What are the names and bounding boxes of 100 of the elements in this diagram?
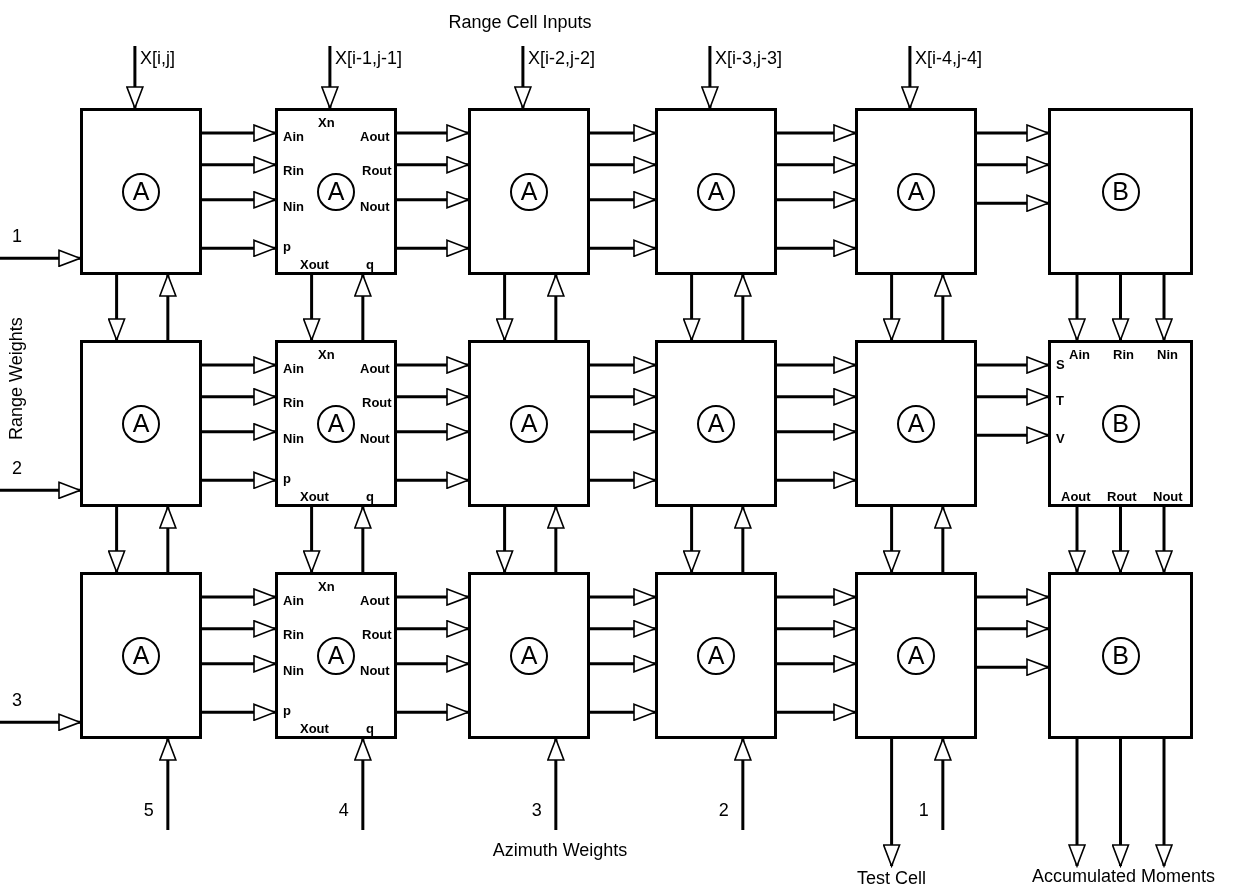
edge-label: 3: [12, 690, 22, 711]
arrow: [590, 471, 656, 490]
circled-letter: B: [1101, 404, 1140, 443]
arrow: [302, 275, 321, 341]
pin-label: Nout: [360, 663, 390, 678]
arrow: [777, 191, 856, 209]
pin-label: q: [366, 257, 374, 272]
heading: Range Cell Inputs: [448, 12, 592, 32]
arrow: [734, 274, 752, 340]
arrow: [547, 506, 565, 572]
pin-label: q: [366, 721, 374, 736]
arrow: [882, 507, 901, 573]
arrow: [1111, 739, 1130, 867]
edge-label: X[i,j]: [139, 48, 175, 68]
arrow: [354, 738, 372, 830]
arrow: [202, 588, 276, 606]
pin-label: Xn: [318, 579, 335, 594]
processing-cell: [1048, 572, 1193, 739]
pin-label: p: [283, 471, 291, 486]
arrow: [977, 356, 1049, 374]
arrow: [202, 620, 276, 638]
arrow: [547, 738, 565, 830]
pin-label: Rout: [1107, 489, 1137, 504]
processing-cell: [468, 572, 590, 739]
arrow: [354, 274, 372, 340]
pin-label: Nin: [1157, 347, 1178, 362]
processing-cell: [80, 340, 202, 507]
pin-label: Ain: [1069, 347, 1090, 362]
arrow: [397, 388, 469, 406]
arrow: [934, 506, 952, 572]
arrow: [977, 658, 1049, 676]
arrow: [777, 156, 856, 174]
arrow: [514, 46, 532, 109]
arrow: [159, 738, 177, 830]
pin-label: Aout: [360, 593, 390, 608]
arrow: [590, 655, 656, 673]
arrow: [397, 471, 469, 490]
arrow: [701, 46, 719, 109]
edge-label: 3: [531, 800, 542, 820]
arrow: [590, 703, 656, 722]
arrow: [202, 388, 276, 406]
pin-label: q: [366, 489, 374, 504]
arrow: [777, 124, 856, 142]
arrow: [590, 423, 656, 441]
circled-letter: A: [897, 172, 935, 211]
pin-label: p: [283, 703, 291, 718]
arrow: [159, 506, 177, 572]
pin-label: Ain: [283, 593, 304, 608]
edge-label: Test Cell: [857, 868, 927, 888]
arrow: [590, 239, 656, 258]
arrow: [202, 124, 276, 142]
arrow: [682, 275, 701, 341]
arrow: [547, 274, 565, 340]
edge-label: 2: [12, 458, 22, 479]
arrow: [977, 388, 1049, 406]
arrow: [354, 506, 372, 572]
arrow: [397, 356, 469, 374]
arrow: [107, 507, 126, 573]
arrow: [397, 239, 469, 258]
arrow: [777, 239, 856, 258]
arrow: [590, 588, 656, 606]
axis-title: Range Weights: [6, 317, 26, 440]
arrow: [0, 249, 81, 268]
processing-cell: [855, 340, 977, 507]
pin-label: Xout: [300, 721, 329, 736]
circled-letter: A: [317, 636, 355, 675]
arrow: [590, 156, 656, 174]
pin-label: T: [1056, 393, 1064, 408]
edge-label: 2: [718, 800, 729, 820]
arrow: [777, 588, 856, 606]
arrow: [882, 739, 901, 867]
arrow: [777, 356, 856, 374]
pin-label: Rin: [283, 395, 304, 410]
arrow: [107, 275, 126, 341]
pin-label: Xn: [318, 347, 335, 362]
circled-letter: A: [510, 636, 548, 675]
arrow: [0, 713, 81, 732]
edge-label: X[i-3,j-3]: [714, 48, 782, 68]
arrow: [397, 620, 469, 638]
output-label: Accumulated Moments: [1032, 866, 1216, 886]
pin-label: Nin: [283, 663, 304, 678]
processing-cell: [855, 572, 977, 739]
pin-label: p: [283, 239, 291, 254]
edge-label: 1: [12, 226, 22, 247]
arrow: [397, 124, 469, 142]
arrow: [397, 655, 469, 673]
arrow: [977, 156, 1049, 174]
processing-cell: [1048, 108, 1193, 275]
pin-label: Ain: [283, 361, 304, 376]
processing-cell: [275, 572, 397, 739]
circled-letter: A: [122, 404, 160, 443]
processing-cell: [80, 572, 202, 739]
arrow: [977, 124, 1049, 142]
processing-cell: [468, 340, 590, 507]
pin-label: Rout: [362, 163, 392, 178]
arrow: [977, 426, 1049, 444]
pin-label: Aout: [360, 129, 390, 144]
pin-label: Nout: [360, 431, 390, 446]
arrow: [590, 191, 656, 209]
arrow: [202, 191, 276, 209]
